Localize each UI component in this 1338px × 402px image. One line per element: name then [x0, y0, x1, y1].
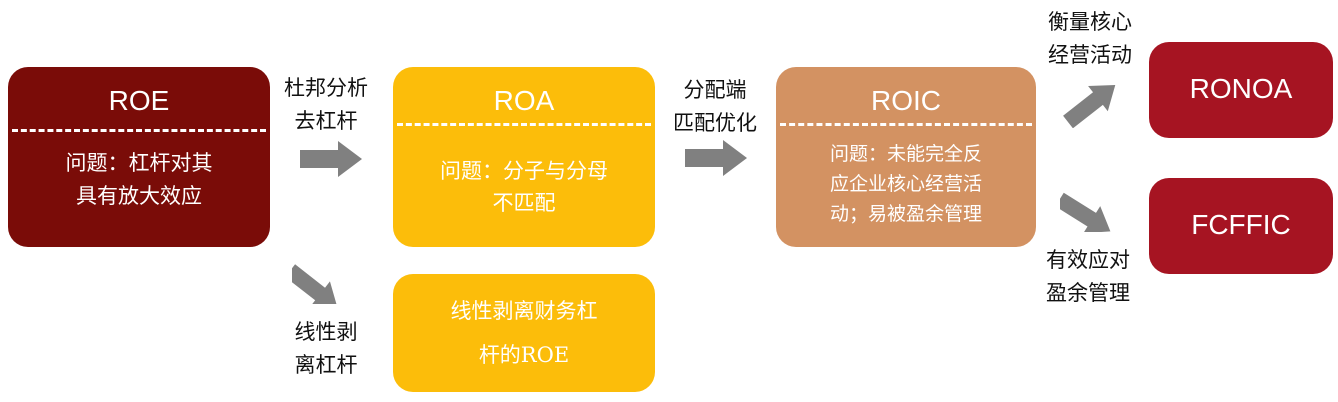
roe-body: 问题：杠杆对其 具有放大效应	[65, 151, 213, 208]
ronoa-title: RONOA	[1189, 73, 1293, 104]
linear-roe-box: 线性剥离财务杠 杆的ROE	[393, 274, 655, 392]
linear-roe-line2: 杆的ROE	[478, 343, 570, 367]
roic-body: 问题：未能完全反 应企业核心经营活 动；易被盈余管理	[829, 143, 982, 225]
earnings-mgmt-label: 有效应对 盈余管理	[1046, 248, 1130, 305]
roa-title: ROA	[493, 85, 555, 116]
roa-body: 问题：分子与分母 不匹配	[440, 159, 608, 215]
linear-roe-line1: 线性剥离财务杠	[450, 299, 598, 323]
arrow-down-right-icon	[1060, 178, 1130, 232]
roic-box: ROIC 问题：未能完全反 应企业核心经营活 动；易被盈余管理	[776, 67, 1036, 247]
roe-title: ROE	[108, 85, 170, 116]
roe-box: ROE 问题：杠杆对其 具有放大效应	[8, 67, 270, 247]
roic-divider	[780, 123, 1032, 126]
fcffic-box: FCFFIC	[1149, 178, 1333, 274]
arrow-up-right-icon	[1060, 70, 1130, 128]
arrow-down-right-icon	[292, 250, 362, 304]
roa-box: ROA 问题：分子与分母 不匹配	[393, 67, 655, 247]
linear-strip-label: 线性剥 离杠杆	[294, 320, 358, 377]
roe-divider	[12, 129, 266, 132]
arrow-right-icon	[300, 141, 362, 177]
core-ops-label: 衡量核心 经营活动	[1048, 10, 1132, 67]
ronoa-box: RONOA	[1149, 42, 1333, 138]
roic-title: ROIC	[871, 85, 941, 116]
fcffic-title: FCFFIC	[1191, 209, 1291, 240]
arrow-right-icon	[685, 140, 747, 176]
allocation-label: 分配端 匹配优化	[673, 78, 757, 135]
roa-divider	[397, 123, 651, 126]
dupont-label: 杜邦分析 去杠杆	[284, 76, 368, 133]
